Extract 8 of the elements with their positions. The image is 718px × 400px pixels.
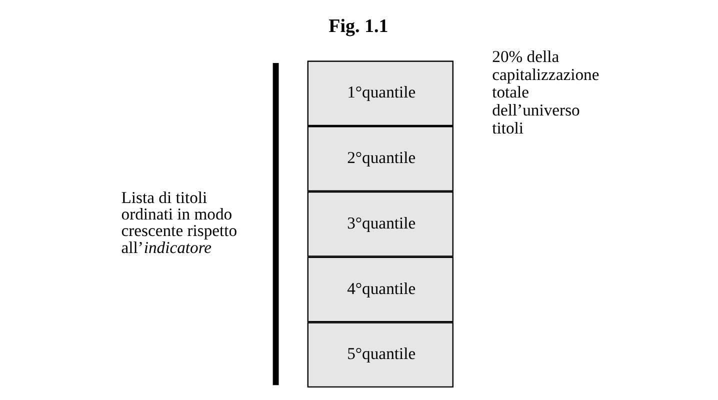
node-box: 3°quantile <box>307 191 454 257</box>
node-box: 2°quantile <box>307 126 454 192</box>
node-box: 5°quantile <box>307 322 454 388</box>
node-box: 4°quantile <box>307 256 454 322</box>
label: Lista di titoli ordinati in modo crescente rispetto all’indicatore <box>121 188 238 257</box>
node-box: 1°quantile <box>307 60 454 126</box>
node-label: 20% della capitalizzazione totale dell’universo titoli <box>492 47 600 138</box>
diagram-title: Fig. 1.1 <box>328 16 388 37</box>
